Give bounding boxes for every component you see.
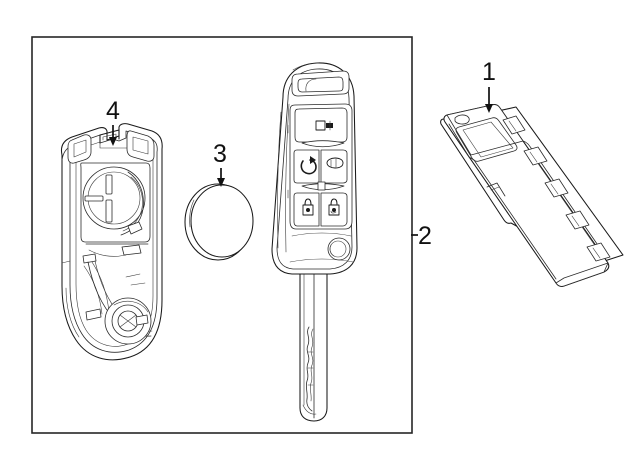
- callout-2: 2: [411, 222, 432, 250]
- fob-body-inner-contour: [276, 68, 353, 270]
- battery-face: [190, 184, 254, 258]
- battery-contact-tab-side: [84, 195, 104, 202]
- part-transmitter-housing-cover: [61, 123, 163, 361]
- battery-contact-tab-lower: [105, 199, 113, 223]
- module-front-inner: [448, 123, 557, 280]
- key-blade-laser-groove-2: [309, 328, 314, 402]
- module-end-face: [555, 262, 609, 287]
- housing-sidewall-break: [61, 260, 71, 264]
- blade-release-notch: [329, 244, 335, 257]
- housing-boss-b: [82, 253, 97, 264]
- callout-2-label: 2: [418, 222, 432, 250]
- connector-slot-4: [565, 210, 590, 230]
- key-blade-laser-groove: [305, 326, 313, 412]
- module-long-edge: [522, 140, 605, 255]
- connector-slot-5: [586, 242, 611, 262]
- connector-slot-2: [523, 146, 548, 166]
- module-connector-slots: [502, 115, 611, 262]
- housing-top-notch: [99, 129, 120, 144]
- lock-icon: [302, 198, 314, 216]
- fob-top-seam: [292, 62, 320, 71]
- housing-clip-lower: [85, 308, 102, 321]
- fob-lower-seam: [291, 232, 352, 237]
- hinge-arc-detail: [113, 300, 149, 313]
- callout-3-arrowhead: [217, 178, 225, 187]
- part-receiver-module: [440, 104, 624, 287]
- housing-sidewall-left-2: [65, 287, 80, 338]
- housing-rib-b: [88, 249, 127, 257]
- housing-tab-left-inner: [73, 139, 87, 158]
- unlock-icon: [328, 198, 340, 216]
- key-blade-tip: [302, 404, 317, 415]
- module-top-recess: [455, 117, 518, 162]
- trunk-icon: [315, 120, 333, 131]
- housing-inner-contour-b: [91, 261, 110, 313]
- callout-4-arrowhead: [109, 137, 117, 146]
- button-divider-center-block: [317, 181, 326, 191]
- horn-icon: [326, 157, 344, 169]
- part-transmitter-assembly: [271, 62, 358, 422]
- connector-slot-1: [502, 115, 526, 135]
- module-flange-step: [486, 182, 506, 197]
- fob-body-left-highlight: [277, 111, 282, 249]
- callout-4: 4: [106, 97, 120, 146]
- housing-detail-lower-b: [130, 282, 146, 286]
- battery-edge-highlight: [189, 199, 195, 228]
- hinge-pin: [135, 314, 149, 326]
- keyring-slot-inner-arc: [305, 78, 317, 92]
- part-coin-cell-battery: [184, 183, 254, 261]
- callout-1-label: 1: [482, 58, 496, 86]
- housing-tab-right-inner: [132, 136, 149, 155]
- battery-contact-tab-upper: [105, 174, 113, 195]
- callout-1-arrowhead: [485, 104, 493, 113]
- remote-start-icon: [300, 156, 317, 175]
- module-flange-step-2: [490, 186, 500, 191]
- battery-retainer-clip: [127, 221, 143, 235]
- housing-top-notch-inner: [102, 133, 117, 141]
- housing-boss-a: [121, 244, 142, 256]
- module-long-edge-2: [529, 151, 599, 251]
- module-top-recess-inner: [462, 121, 514, 158]
- housing-detail-lower-a: [125, 273, 141, 278]
- callout-4-label: 4: [106, 97, 120, 125]
- battery-seat-circle: [82, 166, 146, 230]
- callout-3: 3: [213, 140, 227, 187]
- module-corner-recess: [454, 114, 470, 125]
- callout-1: 1: [482, 58, 496, 113]
- connector-slot-3: [544, 178, 569, 198]
- fob-base-seam: [289, 258, 354, 263]
- callout-3-label: 3: [213, 140, 227, 168]
- fob-body-left-highlight-2: [285, 103, 290, 253]
- keyring-slot-hole: [297, 76, 344, 93]
- button-divider-upper: [301, 140, 345, 148]
- hinge-barrel-spokes: [119, 314, 137, 328]
